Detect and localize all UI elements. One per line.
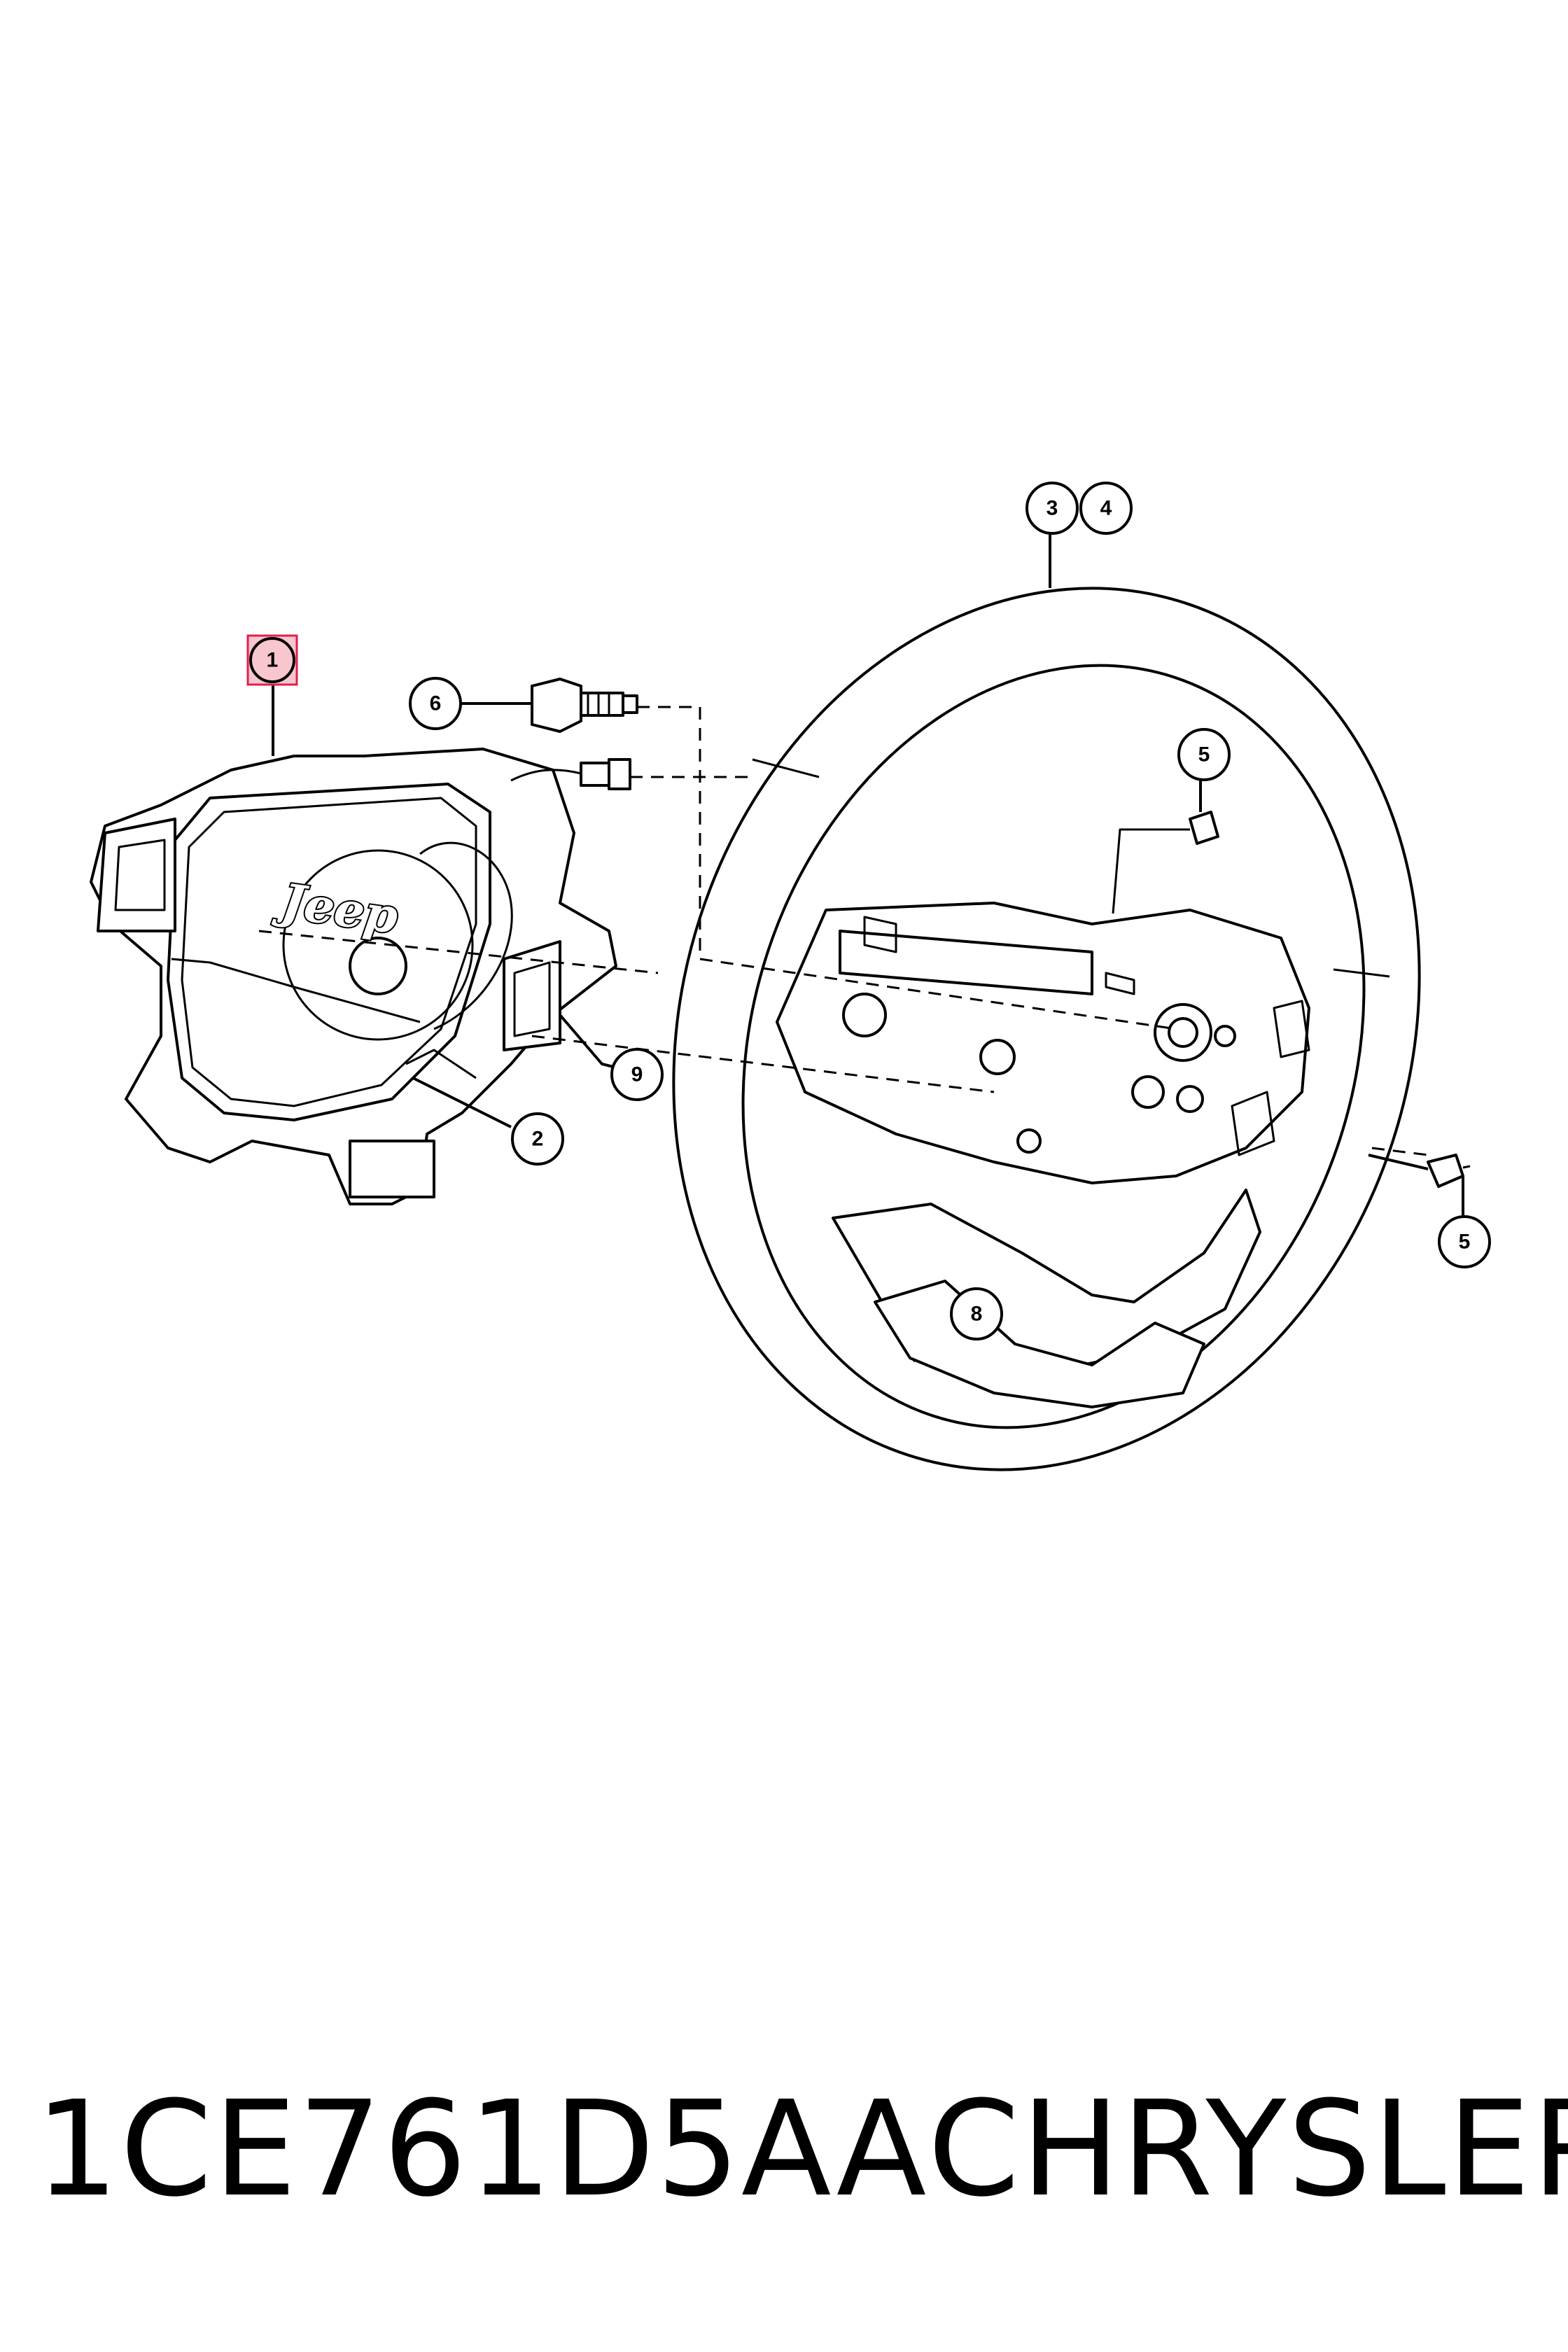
callout-5-top[interactable]: 5	[1177, 728, 1231, 781]
callout-4-label: 4	[1100, 497, 1112, 520]
callout-8-label: 8	[971, 1303, 983, 1326]
callout-4[interactable]: 4	[1079, 482, 1133, 535]
callout-3-label: 3	[1046, 497, 1058, 520]
caption: 1CE761D5AA CHRYSLER	[35, 2072, 1568, 2226]
callout-6-label: 6	[430, 692, 442, 715]
callout-2-label: 2	[532, 1128, 544, 1151]
callout-9-label: 9	[631, 1063, 643, 1086]
clockspring	[405, 841, 513, 1079]
callout-8[interactable]: 8	[950, 1287, 1003, 1340]
callout-9[interactable]: 9	[610, 1048, 664, 1101]
airbag-connector	[510, 758, 631, 790]
brand-name: CHRYSLER	[927, 2072, 1568, 2226]
callout-1-label: 1	[267, 649, 279, 672]
steering-wheel	[672, 587, 1421, 1471]
callout-2[interactable]: 2	[511, 1112, 564, 1166]
callout-3[interactable]: 3	[1026, 482, 1079, 535]
bolt-6	[531, 678, 638, 733]
callout-6[interactable]: 6	[409, 677, 462, 730]
callout-1[interactable]: 1	[246, 634, 298, 686]
callout-5-top-label: 5	[1198, 743, 1210, 766]
airbag-module: Jeep	[90, 748, 617, 1205]
assembly-dashed-lines	[258, 706, 1429, 1156]
part-number: 1CE761D5AA	[35, 2072, 928, 2226]
callout-5-right-label: 5	[1459, 1231, 1471, 1254]
callout-5-right[interactable]: 5	[1438, 1215, 1491, 1268]
